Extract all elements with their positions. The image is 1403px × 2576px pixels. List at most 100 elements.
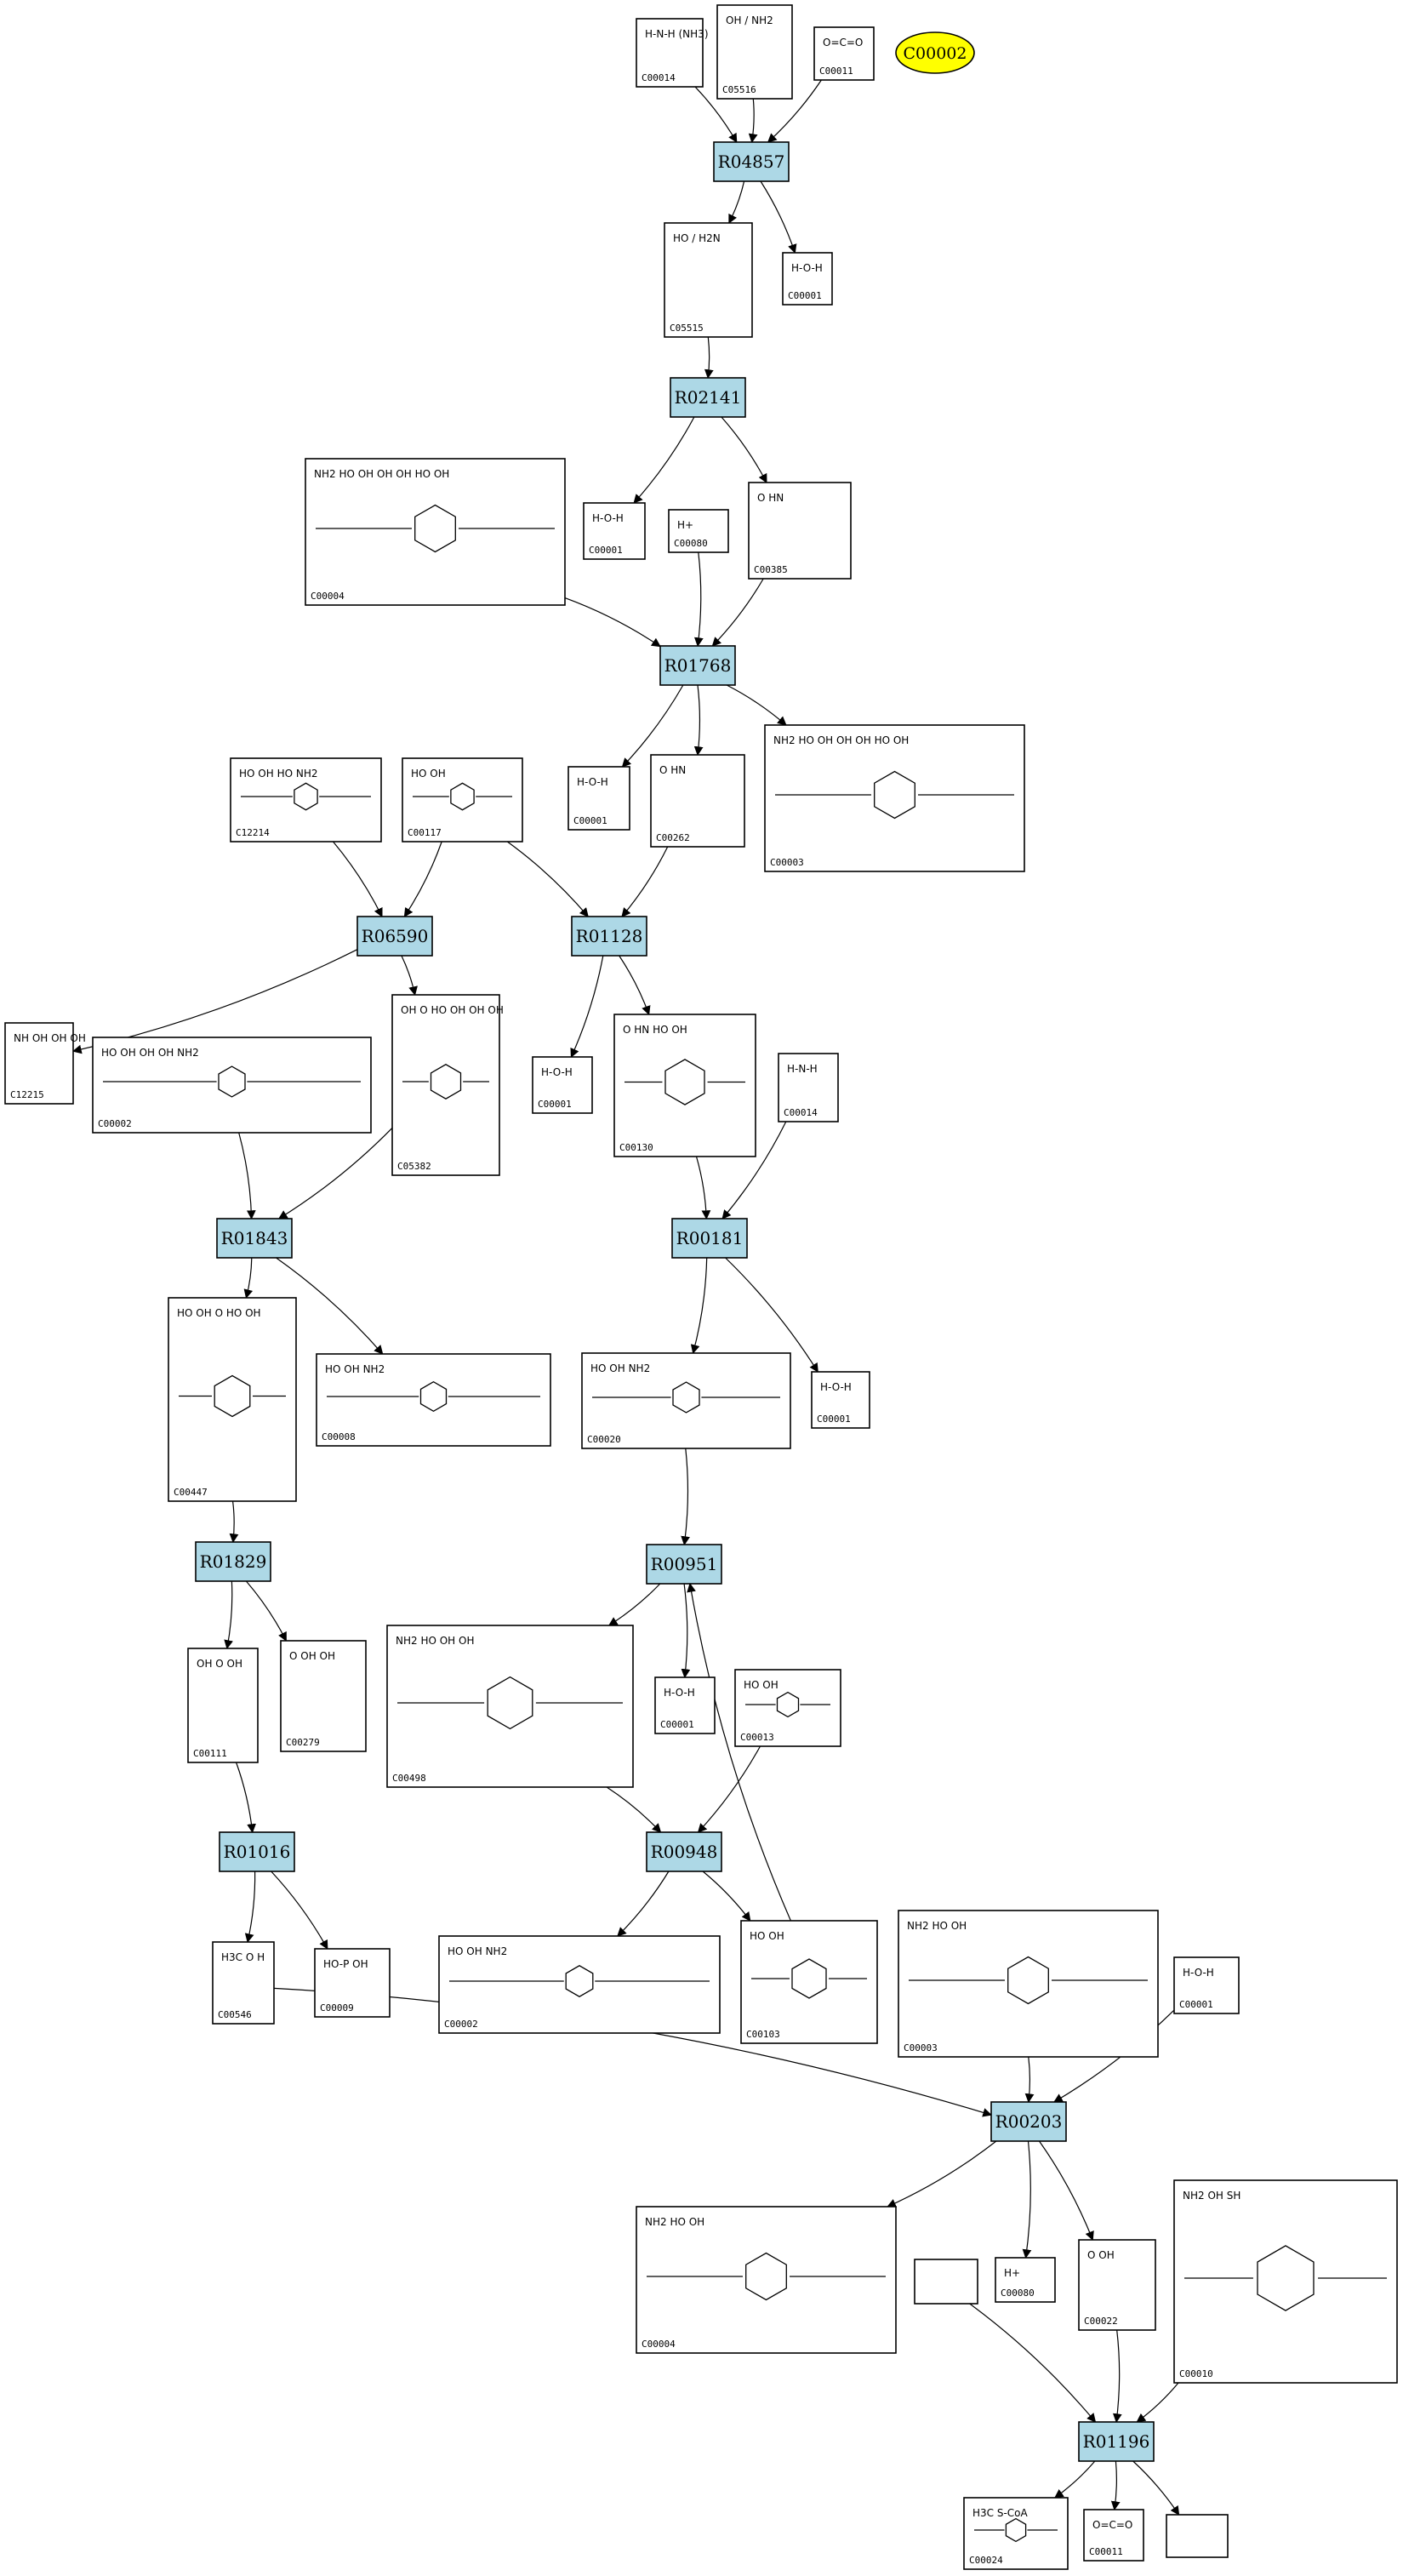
edge-arrow [681, 1583, 691, 1679]
reaction-node-r02141[interactable]: R02141 [670, 377, 746, 418]
reaction-node-r06590[interactable]: R06590 [356, 916, 433, 957]
compound-formula: O HN HO OH [623, 1024, 687, 1036]
compound-id-label: C00080 [1001, 2288, 1035, 2299]
compound-node-c00014[interactable]: H-N-H (NH3)C00014 [636, 18, 709, 88]
compound-box [1173, 2179, 1398, 2384]
compound-box [782, 252, 833, 306]
edge-arrow [1112, 2329, 1122, 2424]
structure-drawing: NH2 HO OH [645, 2216, 886, 2301]
compound-id-label: C00001 [817, 1414, 851, 1425]
compound-id-label: C00001 [1179, 1999, 1213, 2010]
reaction-node-r01829[interactable]: R01829 [195, 1541, 271, 1582]
reaction-node-r00951[interactable]: R00951 [646, 1544, 722, 1585]
compound-node-c00001[interactable]: H-O-H C00001 [811, 1371, 870, 1429]
compound-formula: H-O-H [820, 1381, 852, 1393]
compound-box [386, 1625, 634, 1788]
reaction-node-r00181[interactable]: R00181 [671, 1218, 748, 1259]
reaction-node-r00948[interactable]: R00948 [646, 1831, 722, 1872]
structure-drawing: H+ [1004, 2267, 1020, 2279]
compound-node-c00080[interactable]: H+C00080 [668, 509, 729, 553]
compound-box [212, 1941, 275, 2025]
reaction-node-r01768[interactable]: R01768 [659, 645, 736, 686]
compound-id-label: C00111 [193, 1748, 227, 1759]
compound-box [734, 1669, 841, 1747]
edge-arrow [633, 416, 695, 504]
compound-node-c00080[interactable]: H+ C00080 [995, 2257, 1056, 2303]
target-compound[interactable]: C00002 [895, 31, 975, 74]
reaction-box [670, 377, 746, 418]
compound-box [1173, 1956, 1240, 2014]
reaction-box [356, 916, 433, 957]
structure-drawing: HO OH [411, 768, 512, 811]
structure-drawing: OH O HO OH OH OH [401, 1004, 504, 1100]
structure-drawing: HO OH NH2 [590, 1362, 780, 1414]
edge-arrow [224, 1580, 233, 1650]
edge-arrow [695, 1156, 711, 1220]
compound-box [664, 222, 753, 338]
reaction-label: R06590 [362, 926, 429, 946]
reaction-label: R00181 [676, 1228, 744, 1248]
edge-arrow [606, 1786, 662, 1833]
reaction-node-r01843[interactable]: R01843 [216, 1218, 293, 1259]
compound-id-label: C00008 [322, 1431, 356, 1442]
structure-drawing: H-O-H [592, 512, 624, 524]
reaction-node-r01196[interactable]: R01196 [1078, 2421, 1155, 2462]
edge-arrow [681, 1448, 690, 1546]
edge-arrow [276, 1257, 384, 1355]
reaction-node-r04857[interactable]: R04857 [713, 141, 790, 182]
compound-box [187, 1648, 259, 1763]
compound-formula: O HN [659, 764, 686, 776]
reaction-node-r01128[interactable]: R01128 [571, 916, 647, 957]
reaction-box [990, 2101, 1067, 2142]
edge-arrow [687, 1582, 791, 1922]
reaction-node-r00203[interactable]: R00203 [990, 2101, 1067, 2142]
edge-arrow [245, 1580, 287, 1642]
structure-drawing: NH OH OH OH [14, 1032, 86, 1044]
edge-arrow [711, 578, 764, 647]
compound-node-unlabeled[interactable] [1166, 2514, 1229, 2558]
compound-box [813, 26, 875, 81]
reaction-box [646, 1544, 722, 1585]
compound-box [650, 754, 745, 848]
compound-node-unlabeled[interactable] [914, 2259, 978, 2305]
reaction-node-r01016[interactable]: R01016 [219, 1831, 295, 1872]
compound-box [316, 1353, 551, 1447]
